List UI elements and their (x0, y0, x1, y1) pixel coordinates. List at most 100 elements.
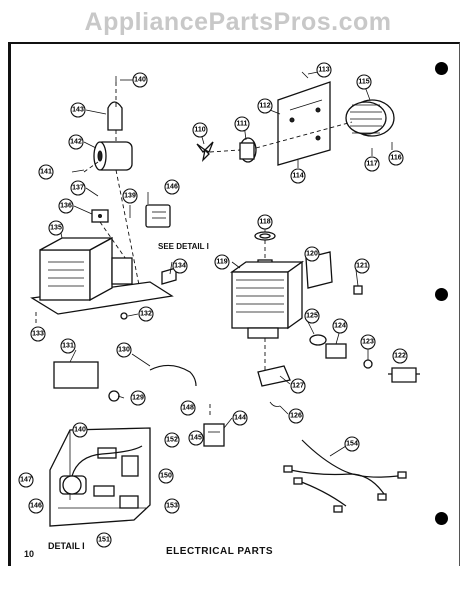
callout-label: 115 (358, 79, 369, 86)
callout-110: 110 (192, 122, 208, 138)
callout-137: 137 (70, 180, 86, 196)
callout-label: 117 (366, 161, 377, 168)
callout-label: 140 (74, 427, 86, 434)
callout-147: 147 (18, 472, 34, 488)
callout-label: 114 (292, 173, 303, 180)
callout-label: 150 (160, 473, 172, 480)
callout-label: 152 (166, 437, 178, 444)
callout-135: 135 (48, 220, 64, 236)
callout-114: 114 (290, 168, 306, 184)
callout-label: 110 (194, 127, 205, 134)
callout-112: 112 (257, 98, 273, 114)
callout-label: 146 (30, 503, 42, 510)
callout-152: 152 (164, 432, 180, 448)
callout-label: 116 (390, 155, 401, 162)
callout-label: 143 (72, 107, 84, 114)
callout-label: 127 (292, 383, 304, 390)
callout-139: 139 (122, 188, 138, 204)
callout-131: 131 (60, 338, 76, 354)
callout-134: 134 (172, 258, 188, 274)
callout-label: 134 (174, 263, 186, 270)
callout-label: 144 (234, 415, 246, 422)
detail-i-assembly (49, 427, 151, 527)
callout-label: 120 (306, 251, 318, 258)
callout-label: 118 (259, 219, 270, 226)
callout-label: 148 (182, 405, 194, 412)
callout-label: 130 (118, 347, 130, 354)
callout-122: 122 (392, 348, 408, 364)
page-number: 10 (24, 549, 35, 559)
callout-148: 148 (180, 400, 196, 416)
door-switch (203, 404, 225, 447)
callout-label: 153 (166, 503, 178, 510)
page-frame (8, 42, 460, 566)
callout-151: 151 (96, 532, 112, 548)
see-detail-label: SEE DETAIL I (158, 242, 209, 251)
misc-small-parts (53, 361, 197, 402)
callout-label: 111 (237, 121, 248, 128)
fan-motor-assembly (196, 71, 395, 168)
callout-145: 145 (188, 430, 204, 446)
callout-125: 125 (304, 308, 320, 324)
callout-label: 131 (62, 343, 74, 350)
callout-111: 111 (234, 116, 250, 132)
callout-121: 121 (354, 258, 370, 274)
callout-150: 150 (158, 468, 174, 484)
callout-143: 143 (70, 102, 86, 118)
callout-label: 132 (140, 311, 152, 318)
callout-129: 129 (130, 390, 146, 406)
callout-label: 142 (70, 139, 82, 146)
callout-144: 144 (232, 410, 248, 426)
callout-136: 136 (58, 198, 74, 214)
callout-label: 137 (72, 185, 84, 192)
callout-146-detail: 146 (28, 498, 44, 514)
callout-label: 136 (60, 203, 72, 210)
callout-label: 125 (306, 313, 318, 320)
callout-126: 126 (288, 408, 304, 424)
callout-124: 124 (332, 318, 348, 334)
callout-141: 141 (38, 164, 54, 180)
callout-label: 124 (334, 323, 346, 330)
callout-115: 115 (356, 74, 372, 90)
callout-label: 126 (290, 413, 302, 420)
callout-label: 146 (166, 184, 178, 191)
callout-label: 123 (362, 339, 374, 346)
callout-label: 122 (394, 353, 406, 360)
callout-130: 130 (116, 342, 132, 358)
wire-harness (283, 439, 407, 513)
callout-140: 140 (132, 72, 148, 88)
transformer-assembly (30, 236, 177, 326)
callout-label: 112 (259, 103, 270, 110)
callout-142: 142 (68, 134, 84, 150)
capacitor-assembly (83, 76, 171, 291)
callout-label: 133 (32, 331, 44, 338)
detail-i-label: DETAIL I (48, 541, 85, 551)
magnetron-assembly (229, 231, 363, 372)
callout-117: 117 (364, 156, 380, 172)
binder-hole-bottom (435, 512, 448, 525)
callout-116: 116 (388, 150, 404, 166)
callout-154: 154 (344, 436, 360, 452)
switch-parts (257, 334, 420, 407)
callout-113: 113 (316, 62, 332, 78)
callout-label: 145 (190, 435, 202, 442)
callout-153: 153 (164, 498, 180, 514)
callout-140-detail: 140 (72, 422, 88, 438)
callout-138: 118 (257, 214, 273, 230)
callout-123: 123 (360, 334, 376, 350)
callout-label: 119 (216, 259, 227, 266)
callout-label: 121 (356, 263, 368, 270)
callout-label: 140 (134, 77, 146, 84)
watermark-text: AppliancePartsPros.com (84, 8, 392, 36)
binder-hole-middle (435, 288, 448, 301)
callout-133: 133 (30, 326, 46, 342)
callout-label: 141 (40, 169, 52, 176)
callout-label: 147 (20, 477, 32, 484)
callout-label: 154 (346, 441, 358, 448)
callout-120: 120 (304, 246, 320, 262)
callout-label: 151 (98, 537, 110, 544)
callout-127: 127 (290, 378, 306, 394)
callout-132: 132 (138, 306, 154, 322)
callout-label: 113 (318, 67, 329, 74)
